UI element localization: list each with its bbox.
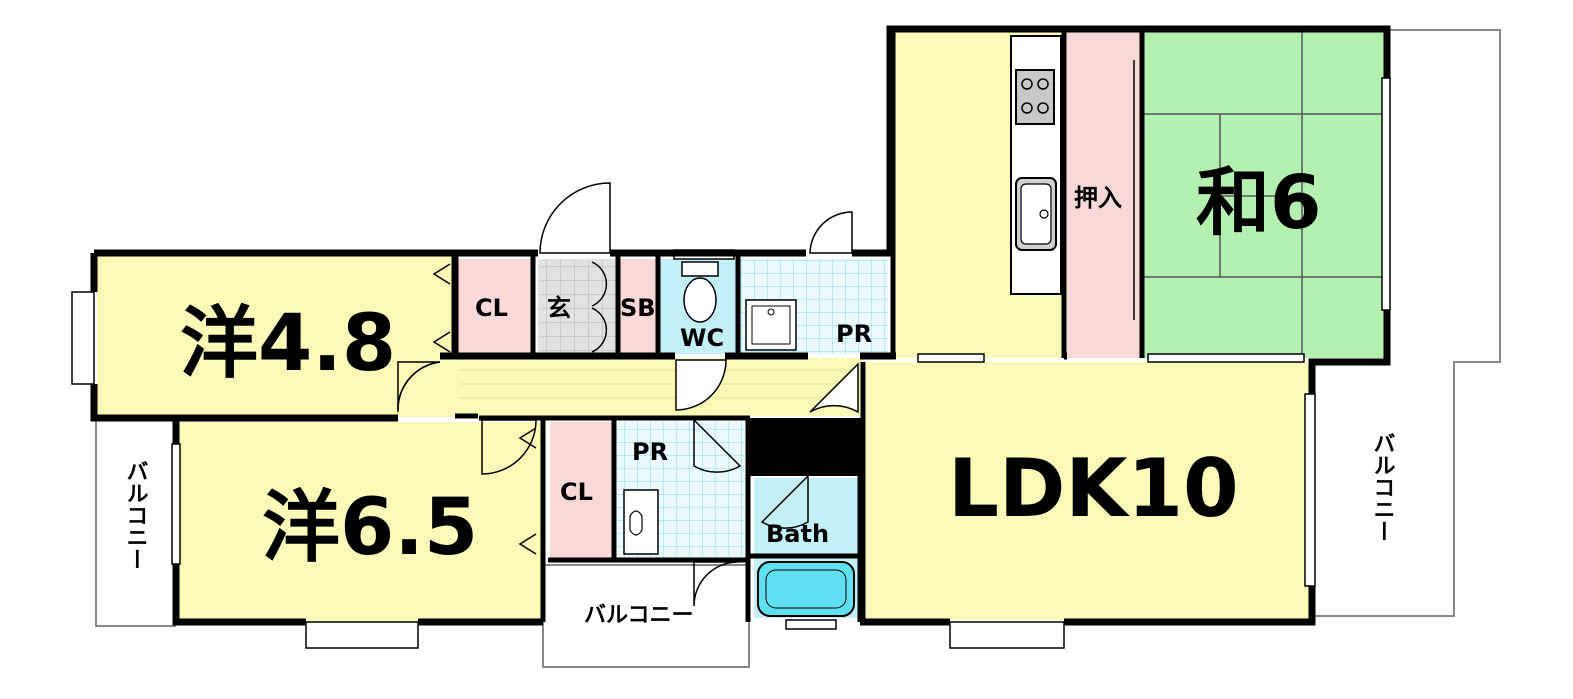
label-balcony-bottom: バルコニー (584, 603, 694, 628)
closet-a (458, 259, 531, 354)
walls (90, 25, 1391, 626)
label-oshiire: 押入 (1074, 184, 1122, 212)
closet-doors (432, 60, 1135, 555)
label-balcony-left: バルコニー (123, 460, 148, 570)
label-bath: Bath (766, 520, 829, 548)
genkan-area (538, 259, 616, 354)
walls-thin (455, 32, 1145, 622)
label-wc: WC (680, 324, 724, 352)
kitchen-stove (1015, 69, 1055, 125)
room-ldk (866, 362, 1314, 620)
label-sb: SB (620, 294, 656, 322)
kitchen-sink (1015, 177, 1057, 251)
shoe-box (620, 259, 656, 354)
windows (71, 77, 1391, 649)
label-pr-a: PR (836, 320, 872, 348)
room-western-a (97, 256, 455, 417)
washing-machine (745, 299, 797, 351)
label-western-a: 洋4.8 (180, 299, 396, 389)
label-cl-a: CL (475, 294, 508, 322)
doors (397, 182, 859, 607)
closet-b (550, 422, 612, 558)
room-washitsu (1140, 32, 1384, 358)
label-ldk: LDK10 (948, 442, 1239, 535)
tatami-lines (1140, 32, 1384, 358)
label-western-b: 洋6.5 (262, 483, 478, 573)
label-balcony-right: バルコニー (1370, 432, 1395, 542)
pipe-space (750, 418, 863, 476)
bathtub (757, 561, 855, 617)
toilet (681, 261, 719, 323)
label-cl-b: CL (560, 478, 593, 506)
label-pr-b: PR (632, 438, 668, 466)
hallway (455, 358, 865, 416)
label-genkan: 玄 (547, 294, 571, 322)
hall-lines (460, 369, 860, 399)
label-washitsu: 和6 (1196, 160, 1322, 246)
closet-oshiire (1067, 32, 1140, 358)
wash-basin (623, 489, 659, 555)
